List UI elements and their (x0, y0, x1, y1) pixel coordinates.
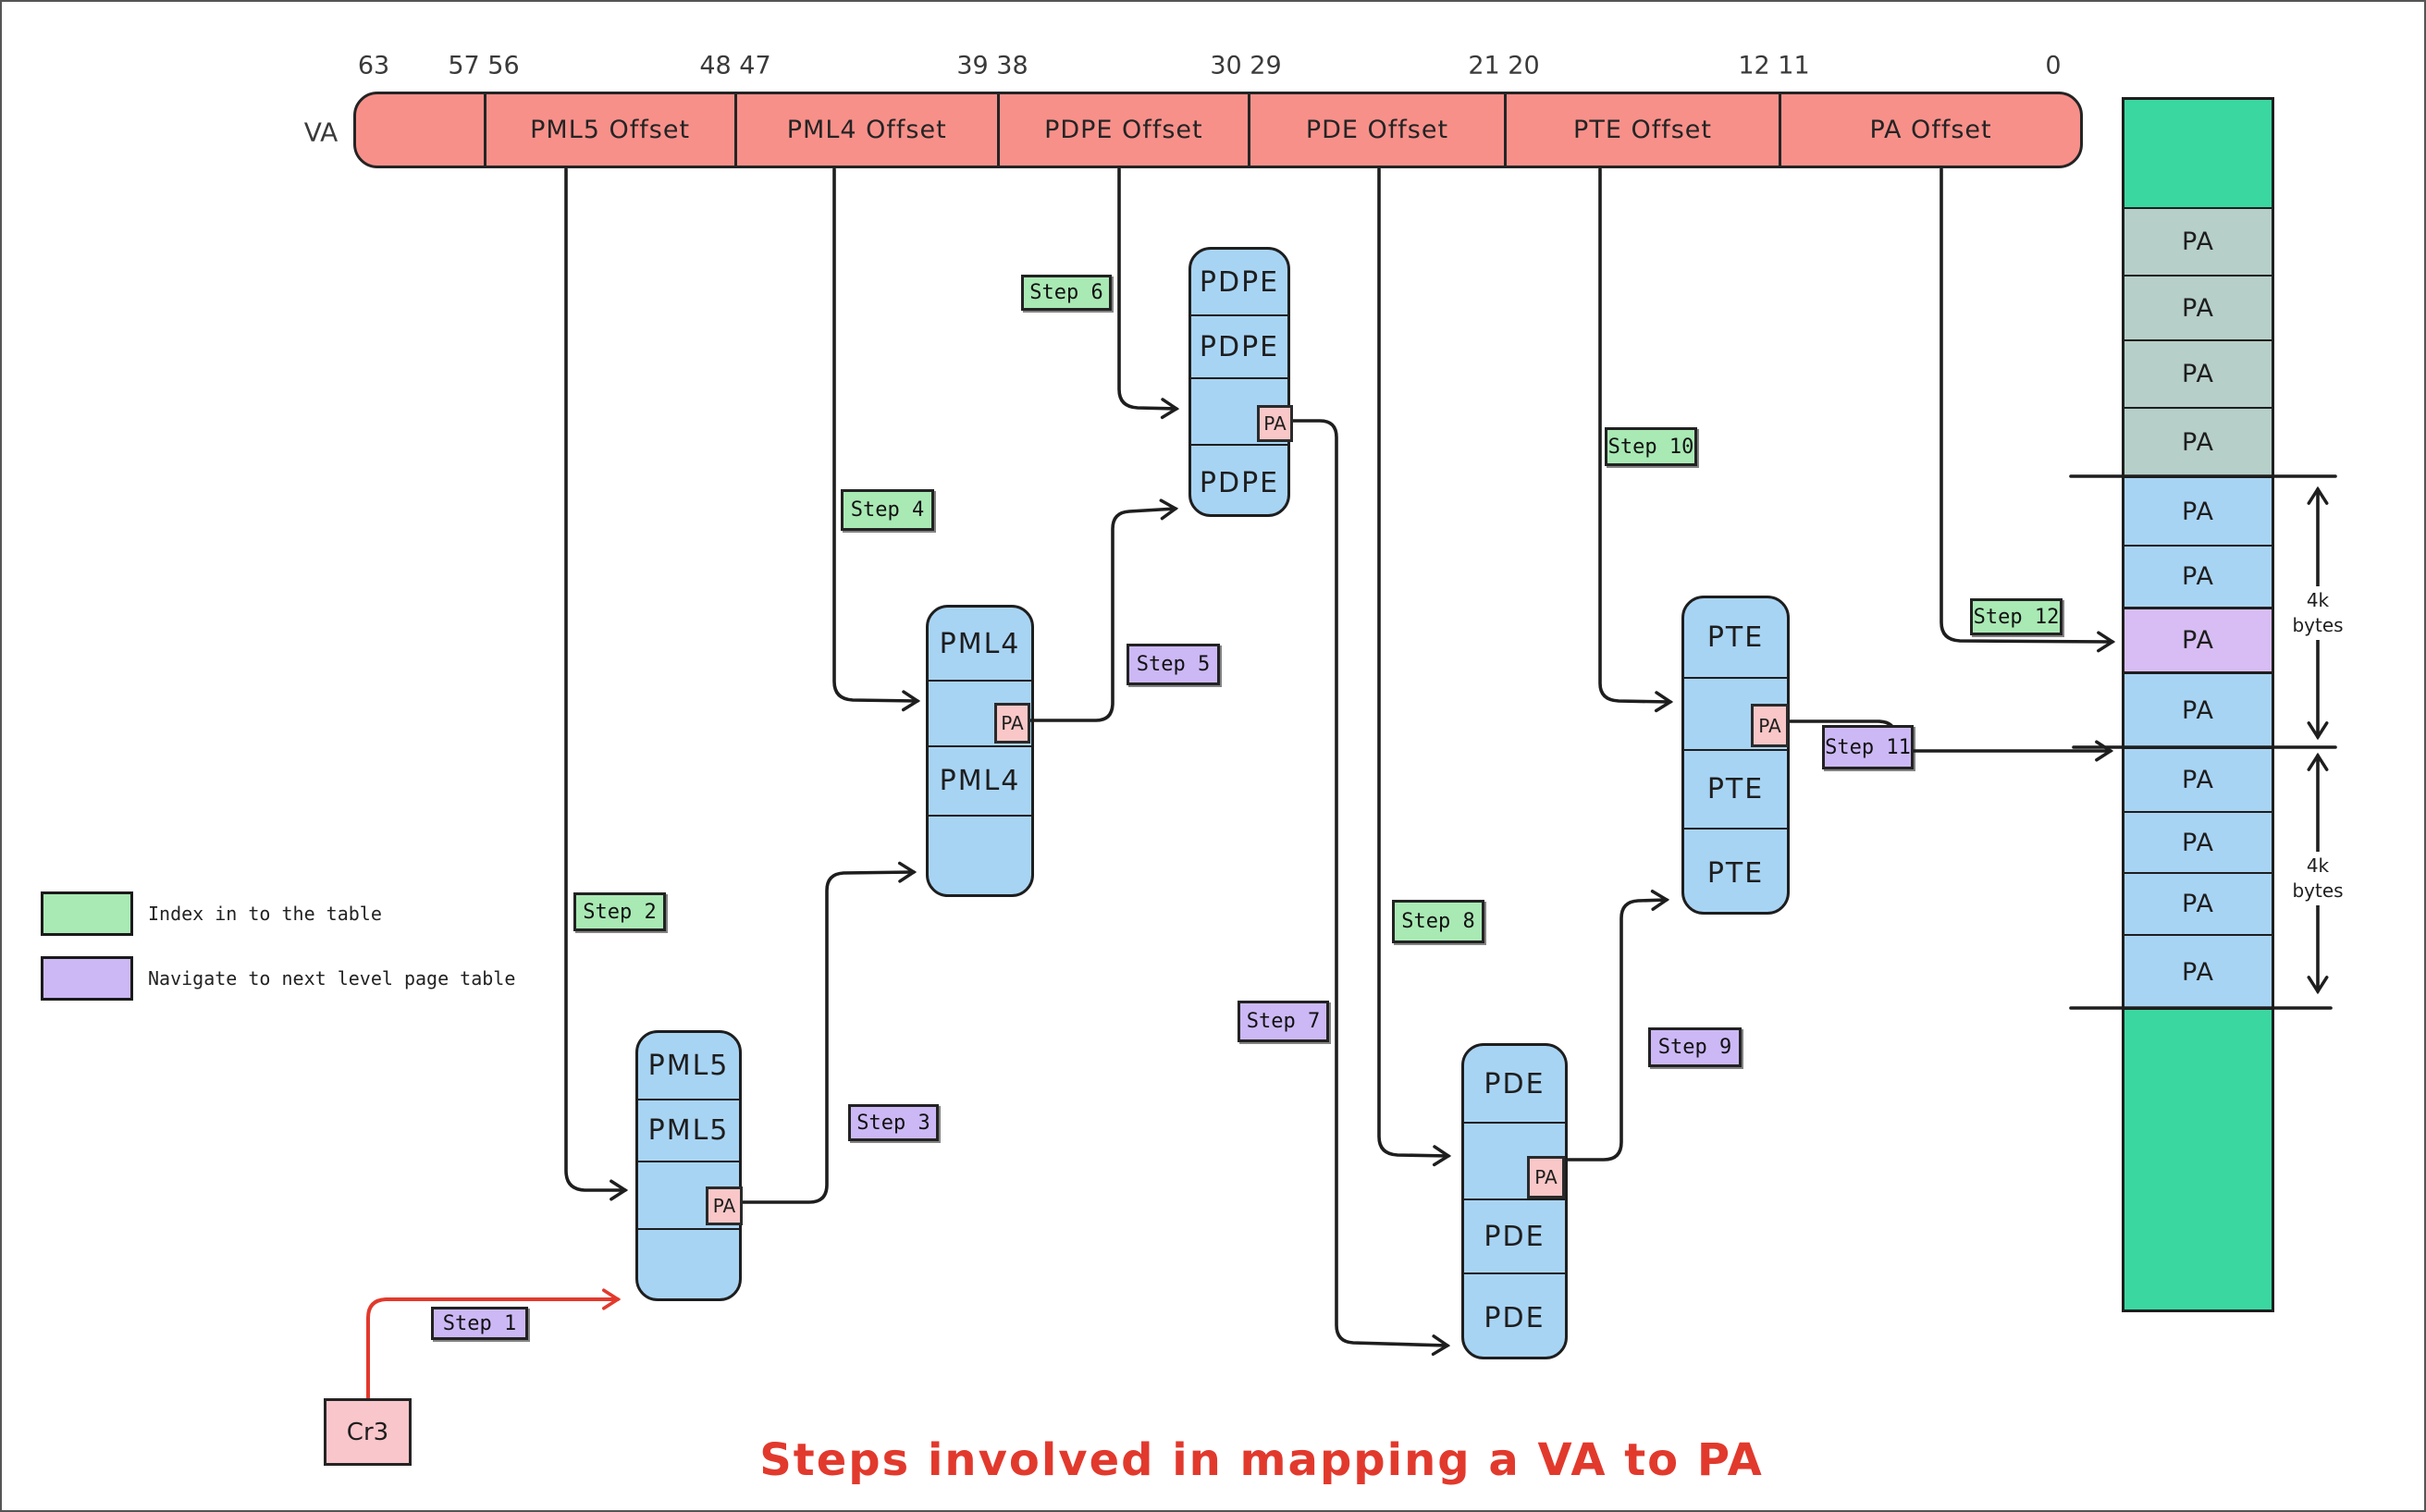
pml5-offset-drop-arrow (564, 167, 629, 1201)
pml4-table-row-1: PML4 (939, 627, 1021, 660)
pde-table-pa-chip: PA (1527, 1156, 1565, 1199)
diagram-title: Steps involved in mapping a VA to PA (759, 1434, 1764, 1486)
bit-label-63: 63 (357, 51, 390, 80)
memory-cell-3-pa: PA (2122, 275, 2274, 339)
pml5-table-row-2: PML5 (638, 1099, 739, 1161)
size-annotation-1: 4k bytes (2288, 586, 2347, 640)
bit-label-48-47: 48 47 (699, 51, 771, 80)
size-annotation-line1: 4k (2306, 854, 2330, 877)
badge-step-5: Step 5 (1127, 644, 1220, 685)
memory-cell-5-pa: PA (2122, 407, 2274, 476)
badge-step-8: Step 8 (1392, 900, 1484, 943)
step5-navigate-arrow (1028, 498, 1179, 722)
pdpe-table-row-1: PDPE (1199, 265, 1280, 299)
pml4-table-pa-chip: PA (994, 703, 1030, 744)
va-segment-pte-offset: PTE Offset (1504, 94, 1779, 166)
pa-offset-drop-arrow-step12 (1940, 167, 2116, 653)
pde-offset-drop-arrow (1377, 167, 1452, 1167)
pml5-table-row-3 (638, 1161, 739, 1228)
memory-cell-11-pa: PA (2122, 811, 2274, 872)
pde-table-row-4: PDE (1464, 1272, 1565, 1362)
step7-navigate-arrow (1290, 419, 1451, 1357)
badge-step-12: Step 12 (1970, 598, 2063, 635)
bit-label-12-11: 12 11 (1738, 51, 1810, 80)
pml4-table-row-4 (929, 815, 1031, 900)
pml5-table-row-4 (638, 1228, 739, 1304)
badge-step-3: Step 3 (848, 1104, 939, 1141)
size-annotation-line1: 4k (2306, 589, 2330, 611)
va-segment-pml5-offset: PML5 Offset (483, 94, 734, 166)
badge-step-7: Step 7 (1238, 1001, 1329, 1042)
pdpe-table-row-4: PDPE (1191, 444, 1287, 520)
cr3-register-box: Cr3 (324, 1398, 412, 1466)
memory-cell-14 (2122, 1008, 2274, 1312)
pdpe-table-row-2: PDPE (1191, 314, 1287, 377)
badge-step-9: Step 9 (1648, 1027, 1742, 1067)
memory-cell-12-pa: PA (2122, 872, 2274, 934)
pml5-table-row-1: PML5 (647, 1050, 730, 1082)
pde-table-row-2 (1464, 1122, 1565, 1199)
size-annotation-line2: bytes (2292, 879, 2344, 902)
pml5-table-pa-chip: PA (706, 1186, 743, 1225)
pte-table-pa-chip: PA (1751, 704, 1789, 747)
va-segment-reserved (356, 94, 484, 166)
badge-step-4: Step 4 (841, 489, 934, 531)
pde-table-row-1: PDE (1484, 1067, 1545, 1100)
memory-cell-1 (2122, 97, 2274, 207)
pdpe-table-pa-chip: PA (1257, 405, 1293, 442)
cr3-label: Cr3 (346, 1418, 389, 1446)
memory-cell-8-pa: PA (2122, 607, 2274, 672)
bit-label-57-56: 57 56 (448, 51, 520, 80)
pml4-offset-drop-arrow (832, 167, 921, 712)
bit-label-21-20: 21 20 (1468, 51, 1540, 80)
va-segment-pde-offset: PDE Offset (1247, 94, 1504, 166)
legend-label-navigate: Navigate to next level page table (148, 967, 516, 990)
pte-table-row-3: PTE (1684, 749, 1787, 828)
memory-cell-4-pa: PA (2122, 339, 2274, 407)
va-bar-label: VA (303, 117, 339, 148)
memory-cell-7-pa: PA (2122, 545, 2274, 607)
pde-table-row-3: PDE (1464, 1199, 1565, 1272)
legend-swatch-index (41, 891, 133, 936)
va-segment-pa-offset: PA Offset (1779, 94, 2080, 166)
pte-table-row-1: PTE (1706, 621, 1765, 654)
pml4-table-row-2 (929, 680, 1031, 745)
pte-table-row-2 (1684, 677, 1787, 749)
size-annotation-line2: bytes (2292, 614, 2344, 636)
memory-cell-2-pa: PA (2122, 207, 2274, 275)
badge-step-1: Step 1 (431, 1307, 528, 1340)
bit-label-0: 0 (2045, 51, 2062, 80)
memory-cell-6-pa: PA (2122, 476, 2274, 545)
step3-navigate-arrow (740, 861, 917, 1204)
va-segment-pdpe-offset: PDPE Offset (996, 94, 1248, 166)
memory-cell-10-pa: PA (2122, 747, 2274, 811)
pdpe-offset-drop-arrow (1117, 167, 1180, 420)
legend-swatch-navigate (41, 956, 133, 1001)
bit-label-30-29: 30 29 (1210, 51, 1282, 80)
badge-step-10: Step 10 (1605, 427, 1697, 466)
memory-cell-9-pa: PA (2122, 672, 2274, 747)
pdpe-table-row-3 (1191, 377, 1287, 444)
pml4-table-row-3: PML4 (929, 745, 1031, 815)
badge-step-11: Step 11 (1822, 725, 1914, 769)
badge-step-6: Step 6 (1021, 275, 1112, 311)
va-segment-pml4-offset: PML4 Offset (733, 94, 997, 166)
memory-cell-13-pa: PA (2122, 934, 2274, 1008)
legend-label-index: Index in to the table (148, 903, 382, 925)
pte-table-row-4: PTE (1684, 828, 1787, 917)
bit-label-39-38: 39 38 (956, 51, 1028, 80)
badge-step-2: Step 2 (573, 892, 666, 931)
